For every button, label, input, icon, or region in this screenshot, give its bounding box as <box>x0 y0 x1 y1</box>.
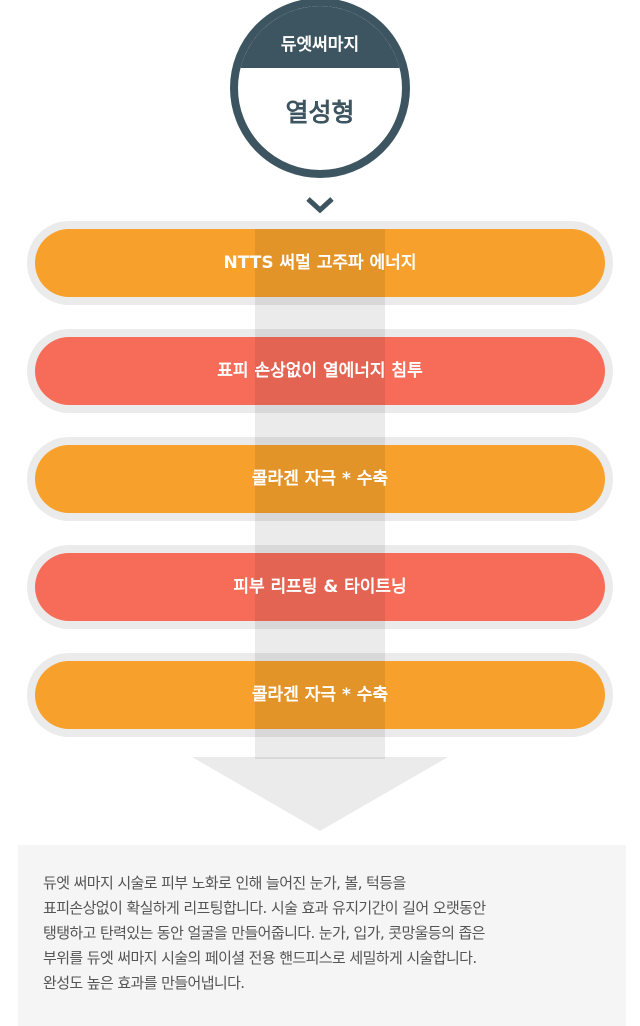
step-label: 표피 손상없이 열에너지 침투 <box>217 361 423 381</box>
step-label: 콜라겐 자극 * 수축 <box>251 469 389 489</box>
description-line: 듀엣 써마지 시술로 피부 노화로 인해 늘어진 눈가, 볼, 턱등을 <box>43 874 406 892</box>
step-label: NTTS 써멀 고주파 에너지 <box>223 253 417 273</box>
badge-circle: 듀엣써마지 열성형 <box>230 0 410 178</box>
description-line: 탱탱하고 탄력있는 동안 얼굴을 만들어줍니다. 눈가, 입가, 콧망울등의 좁… <box>43 924 485 942</box>
badge-label: 듀엣써마지 <box>238 6 402 68</box>
description-line: 표피손상없이 확실하게 리프팅합니다. 시술 효과 유지기간이 길어 오랫동안 <box>43 899 486 917</box>
badge-title: 열성형 <box>285 98 355 127</box>
flow-arrow-head <box>192 757 448 831</box>
description-line: 부위를 듀엣 써마지 시술의 페이셜 전용 핸드피스로 세밀하게 시술합니다. <box>43 949 477 967</box>
chevron-down-icon <box>306 197 334 214</box>
description-box: 듀엣 써마지 시술로 피부 노화로 인해 늘어진 눈가, 볼, 턱등을 표피손상… <box>18 845 626 1026</box>
description-line: 완성도 높은 효과를 만들어냅니다. <box>43 974 245 992</box>
step-label: 피부 리프팅 & 타이트닝 <box>233 577 407 597</box>
flow-arrow-shaft <box>255 229 385 759</box>
step-label: 콜라겐 자극 * 수축 <box>251 685 389 705</box>
